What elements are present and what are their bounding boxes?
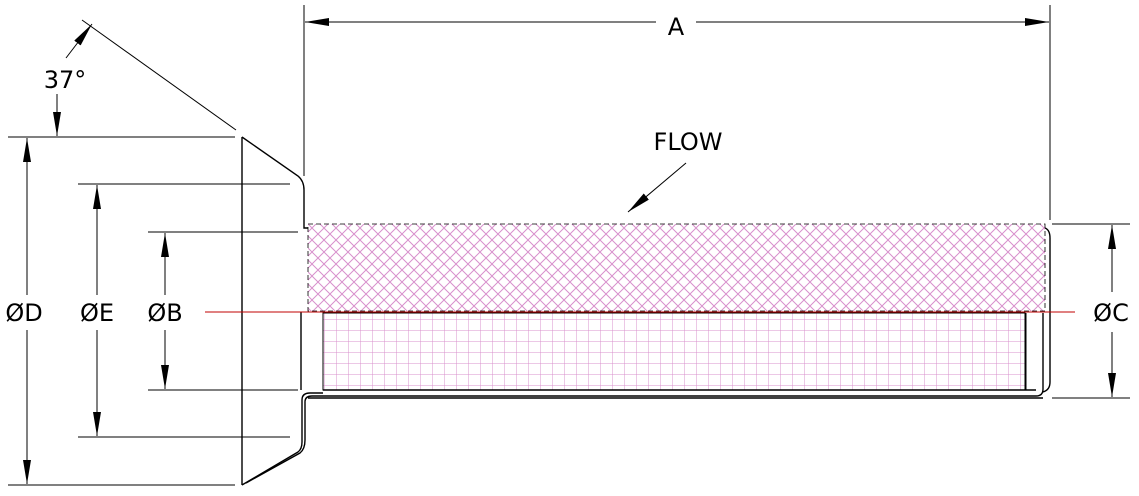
dimension-e-label: ØE — [80, 299, 114, 327]
extension-lines — [8, 136, 1130, 486]
strainer-body — [241, 136, 1051, 486]
dimension-a: A — [303, 5, 1051, 220]
dimension-e: ØE — [80, 185, 114, 436]
outer-mesh-section — [307, 223, 1046, 312]
flow-annotation: FLOW — [627, 128, 723, 213]
inner-mesh-section — [322, 312, 1026, 391]
dimension-d: ØD — [5, 138, 43, 484]
dimension-a-label: A — [668, 13, 685, 41]
angle-label: 37° — [44, 66, 87, 94]
dimension-angle: 37° — [44, 19, 237, 136]
dimension-b: ØB — [147, 233, 183, 389]
dimension-c-label: ØC — [1093, 299, 1129, 327]
flow-arrow-icon — [627, 162, 687, 213]
dimension-b-label: ØB — [147, 299, 182, 327]
dimension-d-label: ØD — [5, 299, 42, 327]
dimension-c: ØC — [1093, 225, 1129, 397]
flow-label: FLOW — [654, 128, 723, 156]
